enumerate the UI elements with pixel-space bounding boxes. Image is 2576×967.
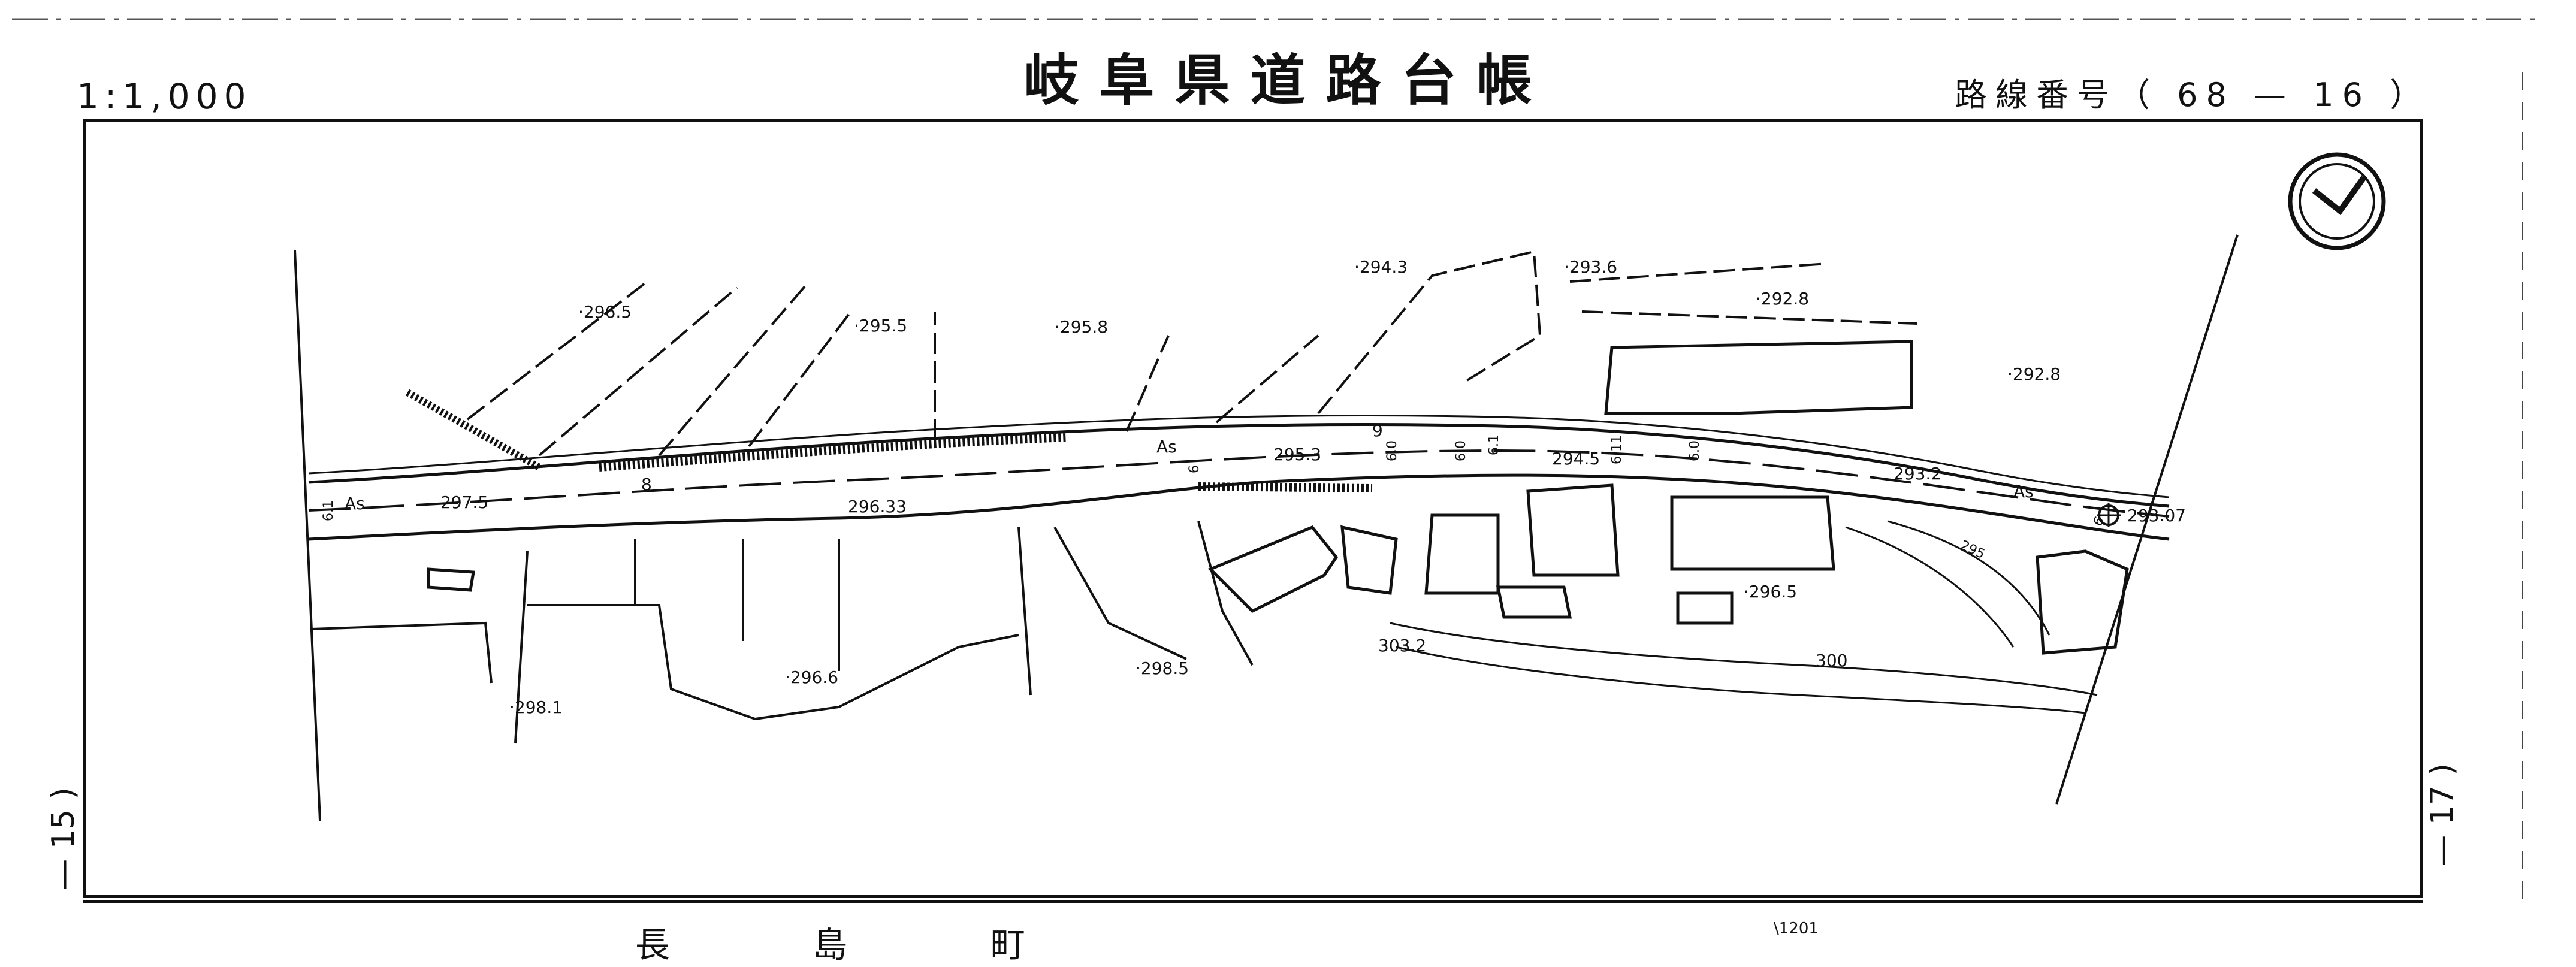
map-scale: 1:1,000 (77, 76, 252, 117)
survey-boundary-right (2055, 234, 2239, 805)
svg-text:·296.5: ·296.5 (1744, 582, 1797, 602)
svg-text:·294.3: ·294.3 (1354, 257, 1408, 277)
svg-text:·296.5: ·296.5 (578, 302, 632, 322)
svg-text:·298.5: ·298.5 (1136, 658, 1189, 678)
route-number: 路線番号（ 68 — 16 ） (1955, 76, 2431, 114)
svg-text:·292.8: ·292.8 (1756, 289, 1809, 309)
road-label-as: As (345, 494, 365, 513)
guardrail (599, 433, 1067, 472)
buildings (427, 340, 2129, 655)
svg-text:296.33: 296.33 (848, 497, 907, 516)
svg-text:8: 8 (641, 475, 652, 494)
svg-text:·296.6: ·296.6 (785, 667, 838, 687)
svg-text:295.3: 295.3 (1273, 445, 1321, 464)
svg-text:As: As (1156, 437, 1177, 457)
svg-text:As: As (2013, 482, 2034, 501)
adjacent-sheet-left: — 15 ) (45, 787, 81, 890)
svg-text:300: 300 (1816, 651, 1847, 670)
svg-text:·295.5: ·295.5 (854, 316, 907, 336)
svg-text:·295.8: ·295.8 (1055, 317, 1108, 337)
svg-text:6.1: 6.1 (1487, 434, 1502, 455)
svg-text:6: 6 (1187, 465, 1202, 473)
map-drawing: As As As ·296.5 ·295.5 ·295.8 ·294.3 ·29… (12, 18, 2541, 899)
town-name: 長 島 町 (635, 924, 1091, 965)
svg-text:6.11: 6.11 (1609, 435, 1624, 464)
svg-text:·292.8: ·292.8 (2007, 364, 2061, 384)
svg-text:293.07: 293.07 (2127, 506, 2186, 525)
svg-text:·298.1: ·298.1 (509, 697, 563, 717)
svg-text:294.5: 294.5 (1552, 449, 1600, 469)
svg-text:303.2: 303.2 (1378, 636, 1426, 655)
svg-text:6.0: 6.0 (1385, 440, 1400, 461)
north-arrow-icon (2288, 152, 2386, 250)
footer-note: \1201 (1774, 920, 1819, 938)
main-road (308, 414, 2170, 541)
map-frame (83, 119, 2423, 898)
svg-text:6.0: 6.0 (1687, 440, 1702, 461)
svg-text:6.1: 6.1 (321, 500, 336, 521)
svg-text:297.5: 297.5 (440, 492, 488, 512)
road-center-line (308, 449, 2170, 518)
survey-boundary-left (294, 250, 321, 821)
svg-text:6.0: 6.0 (1454, 440, 1469, 461)
page-title: 岐阜県道路台帳 (1023, 49, 1553, 113)
adjacent-sheet-right: — 17 ) (2424, 763, 2460, 866)
svg-text:9: 9 (1372, 421, 1383, 440)
svg-text:·293.6: ·293.6 (1564, 257, 1617, 277)
svg-text:293.2: 293.2 (1894, 464, 1941, 483)
frame-bottom-rule (83, 900, 2423, 903)
